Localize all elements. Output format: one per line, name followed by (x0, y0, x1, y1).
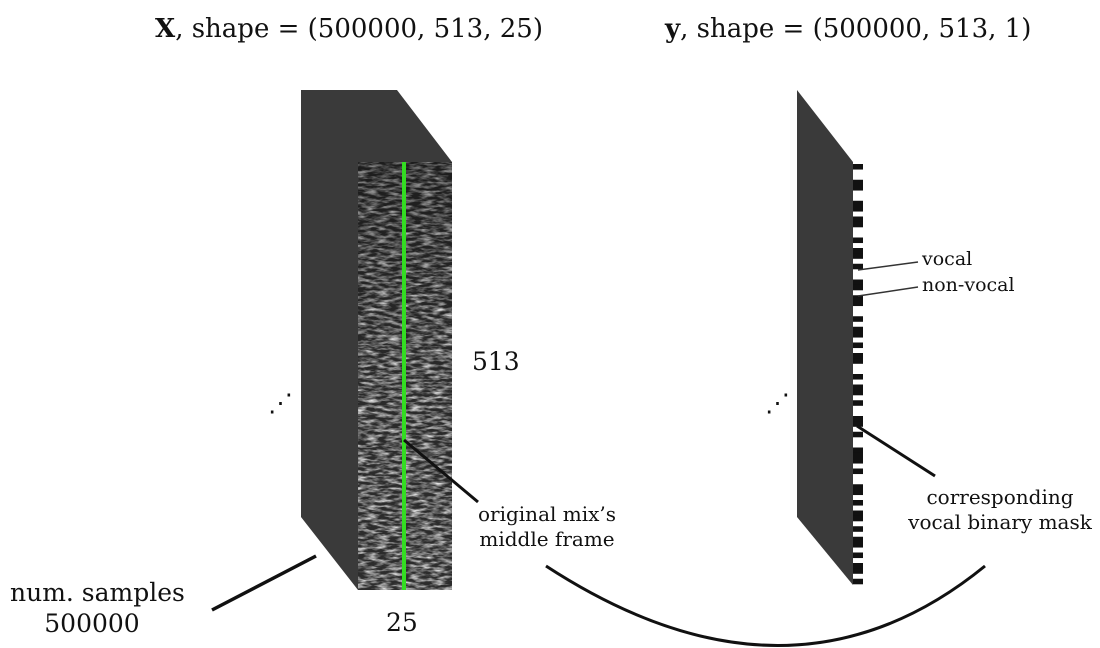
mask-cell (853, 468, 863, 475)
mask-cell (853, 279, 863, 286)
y-tensor (797, 90, 936, 585)
mask-cell (853, 400, 863, 406)
mask-cell (853, 263, 863, 270)
mask-cell (853, 416, 863, 422)
mask-cell (853, 458, 863, 464)
mask-cell (853, 300, 863, 307)
mask-cell (853, 200, 863, 207)
mask-cell (853, 384, 863, 391)
mask-cell (853, 284, 863, 291)
mask-cell (853, 542, 863, 548)
nonvocal-label: non-vocal (922, 274, 1015, 296)
mask-cell (853, 452, 863, 459)
mask-cell (853, 536, 863, 543)
connecting-arc (545, 564, 986, 647)
mask-cell (853, 248, 863, 254)
middle-frame-label-line2: middle frame (479, 527, 615, 551)
middle-frame-label-line1: original mix’s (477, 502, 617, 526)
mask-cell (853, 374, 863, 380)
y-slab (797, 90, 853, 585)
x-height-label: 513 (472, 347, 520, 376)
y-ellipsis: ⋰ (765, 388, 790, 417)
mask-cell (853, 164, 863, 170)
mask-cell (853, 568, 863, 574)
x-samples-leader-line (211, 554, 317, 612)
mask-cell (853, 206, 863, 212)
mask-cell (853, 447, 863, 454)
mask-cell (853, 326, 863, 333)
mask-cell (853, 358, 863, 364)
mask-leader-line (856, 424, 936, 478)
mask-cell (853, 489, 863, 496)
y-title-var: y (665, 14, 681, 44)
mask-cell (853, 221, 863, 228)
mask-cell (853, 500, 863, 506)
mask-cell (853, 216, 863, 223)
y-title-shape: , shape = (500000, 513, 1) (680, 14, 1032, 44)
mask-cell (853, 431, 863, 438)
x-width-label: 25 (386, 608, 418, 637)
mask-cell (853, 510, 863, 517)
samples-label-line2: 500000 (44, 609, 140, 639)
x-title-var: X (155, 14, 176, 44)
mask-cell (853, 253, 863, 259)
mask-cell (853, 185, 863, 191)
mask-cell (853, 342, 863, 349)
samples-label-line1: num. samples (10, 578, 185, 607)
mask-cell (853, 316, 863, 322)
x-title-shape: , shape = (500000, 513, 25) (175, 14, 543, 44)
x-tensor (211, 90, 479, 612)
nonvocal-leader-line (857, 286, 919, 297)
vocal-label: vocal (922, 248, 973, 270)
x-frame-leader-line (403, 438, 479, 504)
y-title: y, shape = (500000, 513, 1) (665, 14, 1031, 44)
mask-cell (853, 179, 863, 186)
mask-cell (853, 484, 863, 490)
middle-frame-label: original mix’s middle frame (472, 502, 622, 552)
y-mask-cells (853, 164, 863, 585)
x-title: X, shape = (500000, 513, 25) (155, 14, 543, 44)
mask-cell (853, 332, 863, 338)
mask-cell (853, 353, 863, 359)
samples-label: num. samples 500000 (10, 577, 185, 640)
mask-label-line1: corresponding (926, 485, 1074, 509)
x-ellipsis: ⋰ (268, 388, 293, 417)
mask-cell (853, 421, 863, 427)
mask-cell (853, 515, 863, 522)
mask-cell (853, 389, 863, 396)
mask-label-line2: vocal binary mask (908, 510, 1092, 534)
mask-cell (853, 563, 863, 569)
mask-cell (853, 578, 863, 585)
mask-label: corresponding vocal binary mask (904, 485, 1096, 535)
mask-cell (853, 552, 863, 559)
mask-cell (853, 295, 863, 301)
mask-cell (853, 526, 863, 532)
vocal-leader-line (857, 261, 919, 271)
mask-cell (853, 237, 863, 244)
